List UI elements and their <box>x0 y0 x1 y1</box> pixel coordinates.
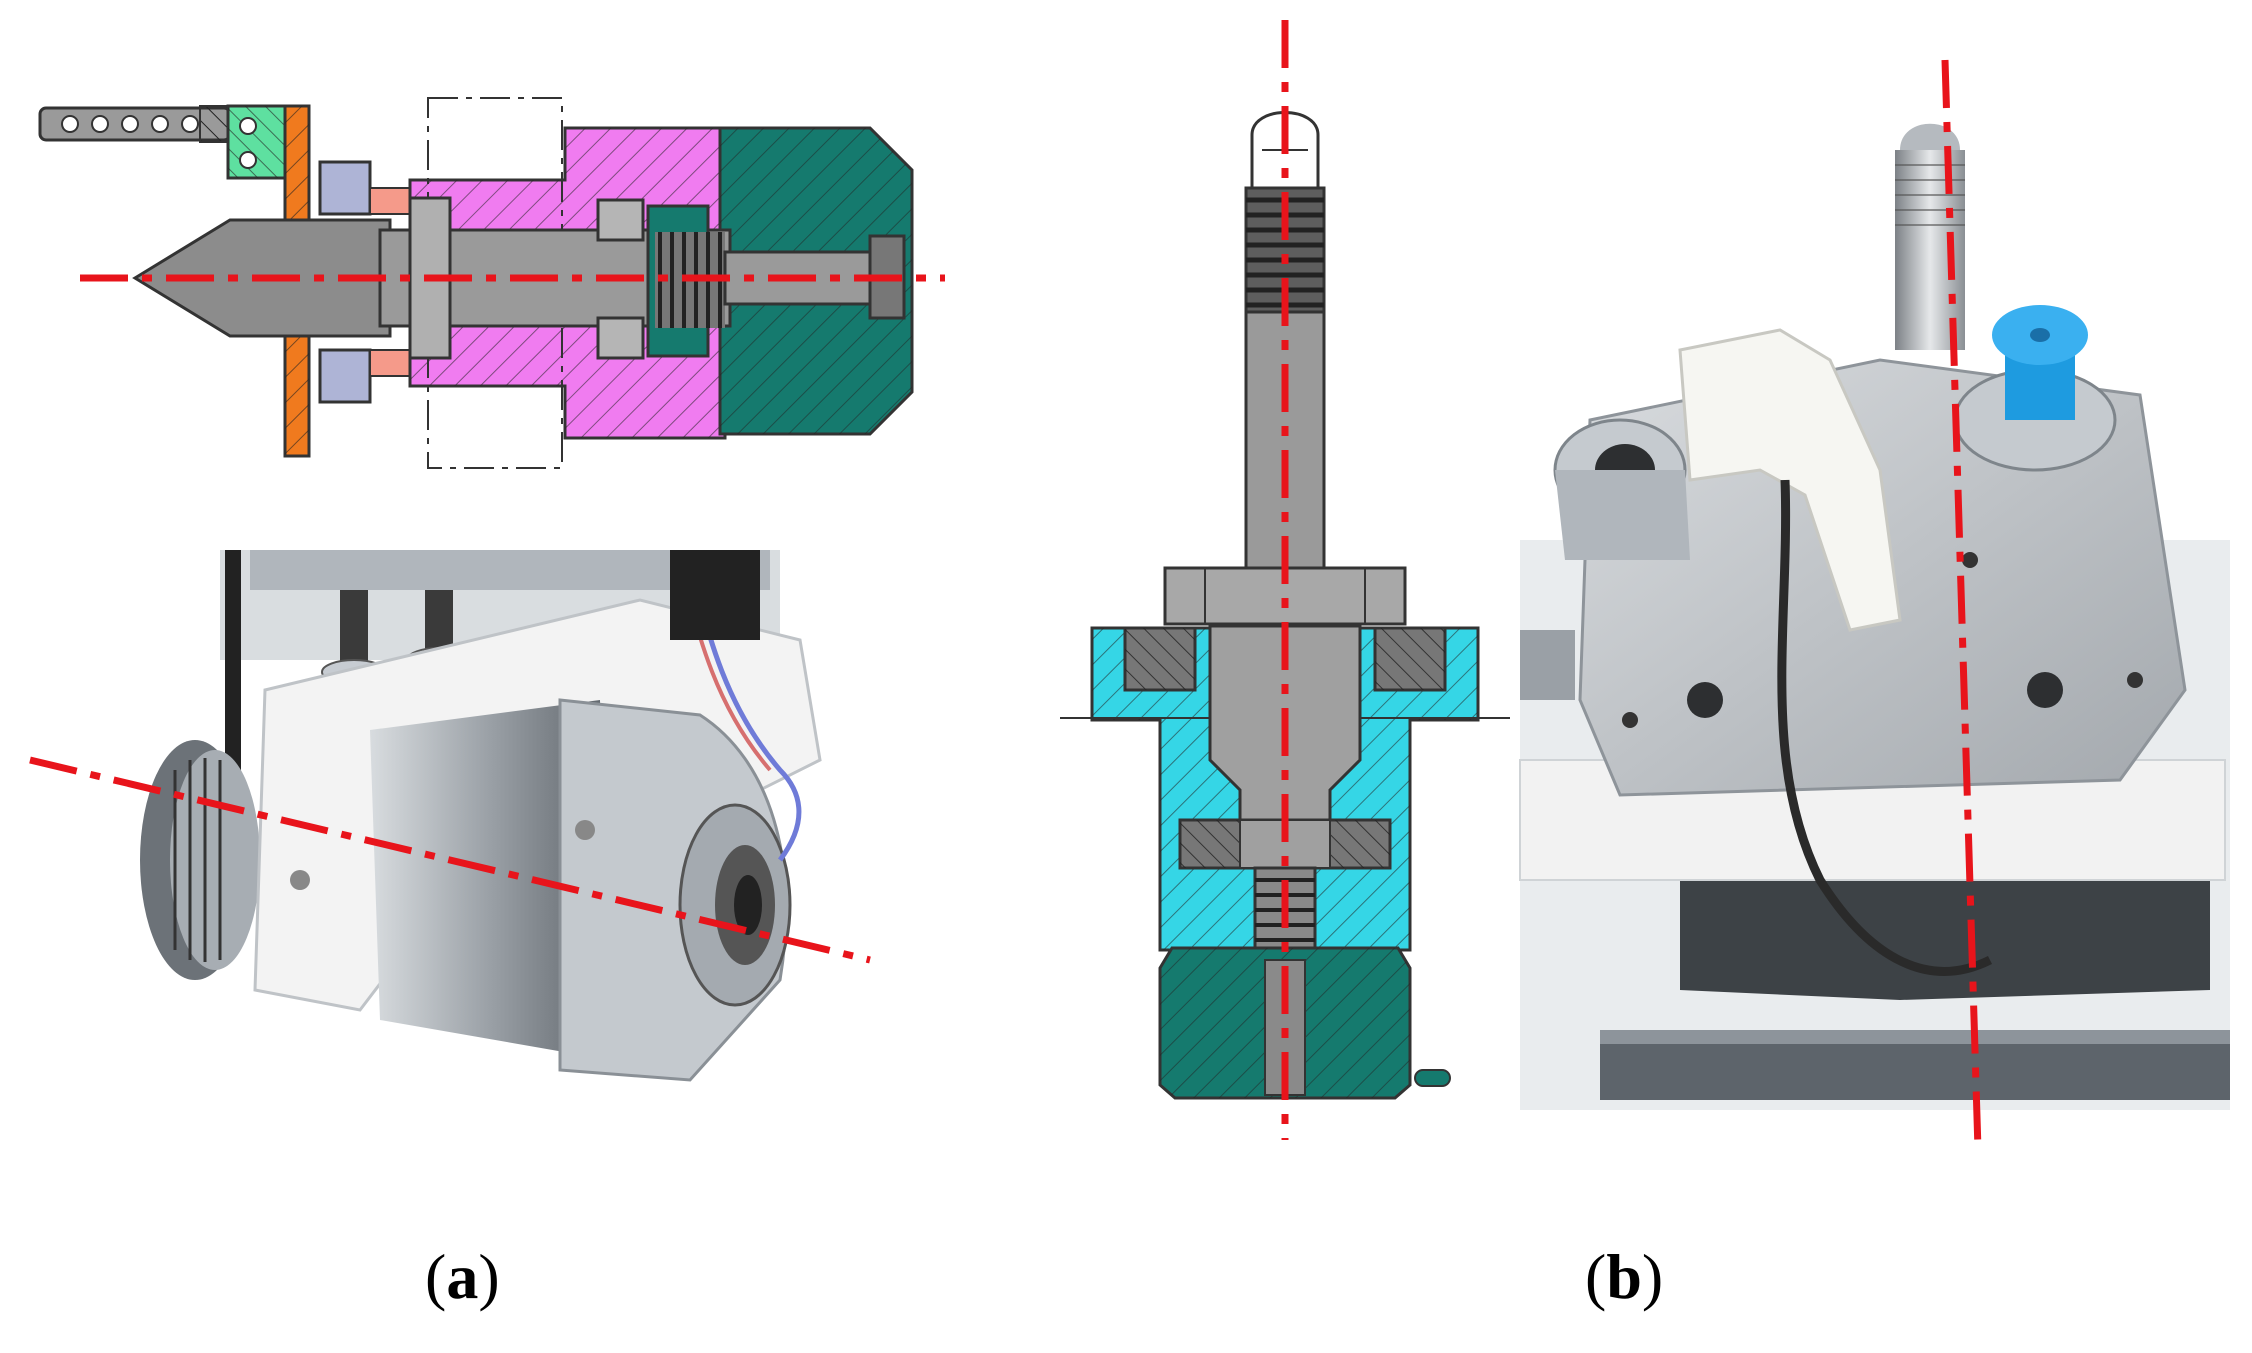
probe-cable <box>1777 479 1993 976</box>
probe-stem <box>1244 310 1326 574</box>
bearing-upper <box>318 160 372 216</box>
bearing-lower <box>318 348 372 404</box>
tailstock-cross-section <box>38 97 945 469</box>
ruler-bar <box>38 105 232 143</box>
stepper-motor <box>370 700 610 1060</box>
motor-unit-photo <box>29 550 871 1082</box>
rotation-axis-b-photo <box>1941 59 1982 1151</box>
probe-head-photo <box>1519 59 2230 1151</box>
rotation-axis-a-bottom <box>29 756 871 964</box>
panel-label-a: (a) <box>425 1241 500 1312</box>
white-probe-holder <box>1678 328 1902 632</box>
probe-head-cross-section <box>1060 20 1510 1140</box>
panel-label-b: (b) <box>1585 1241 1664 1312</box>
